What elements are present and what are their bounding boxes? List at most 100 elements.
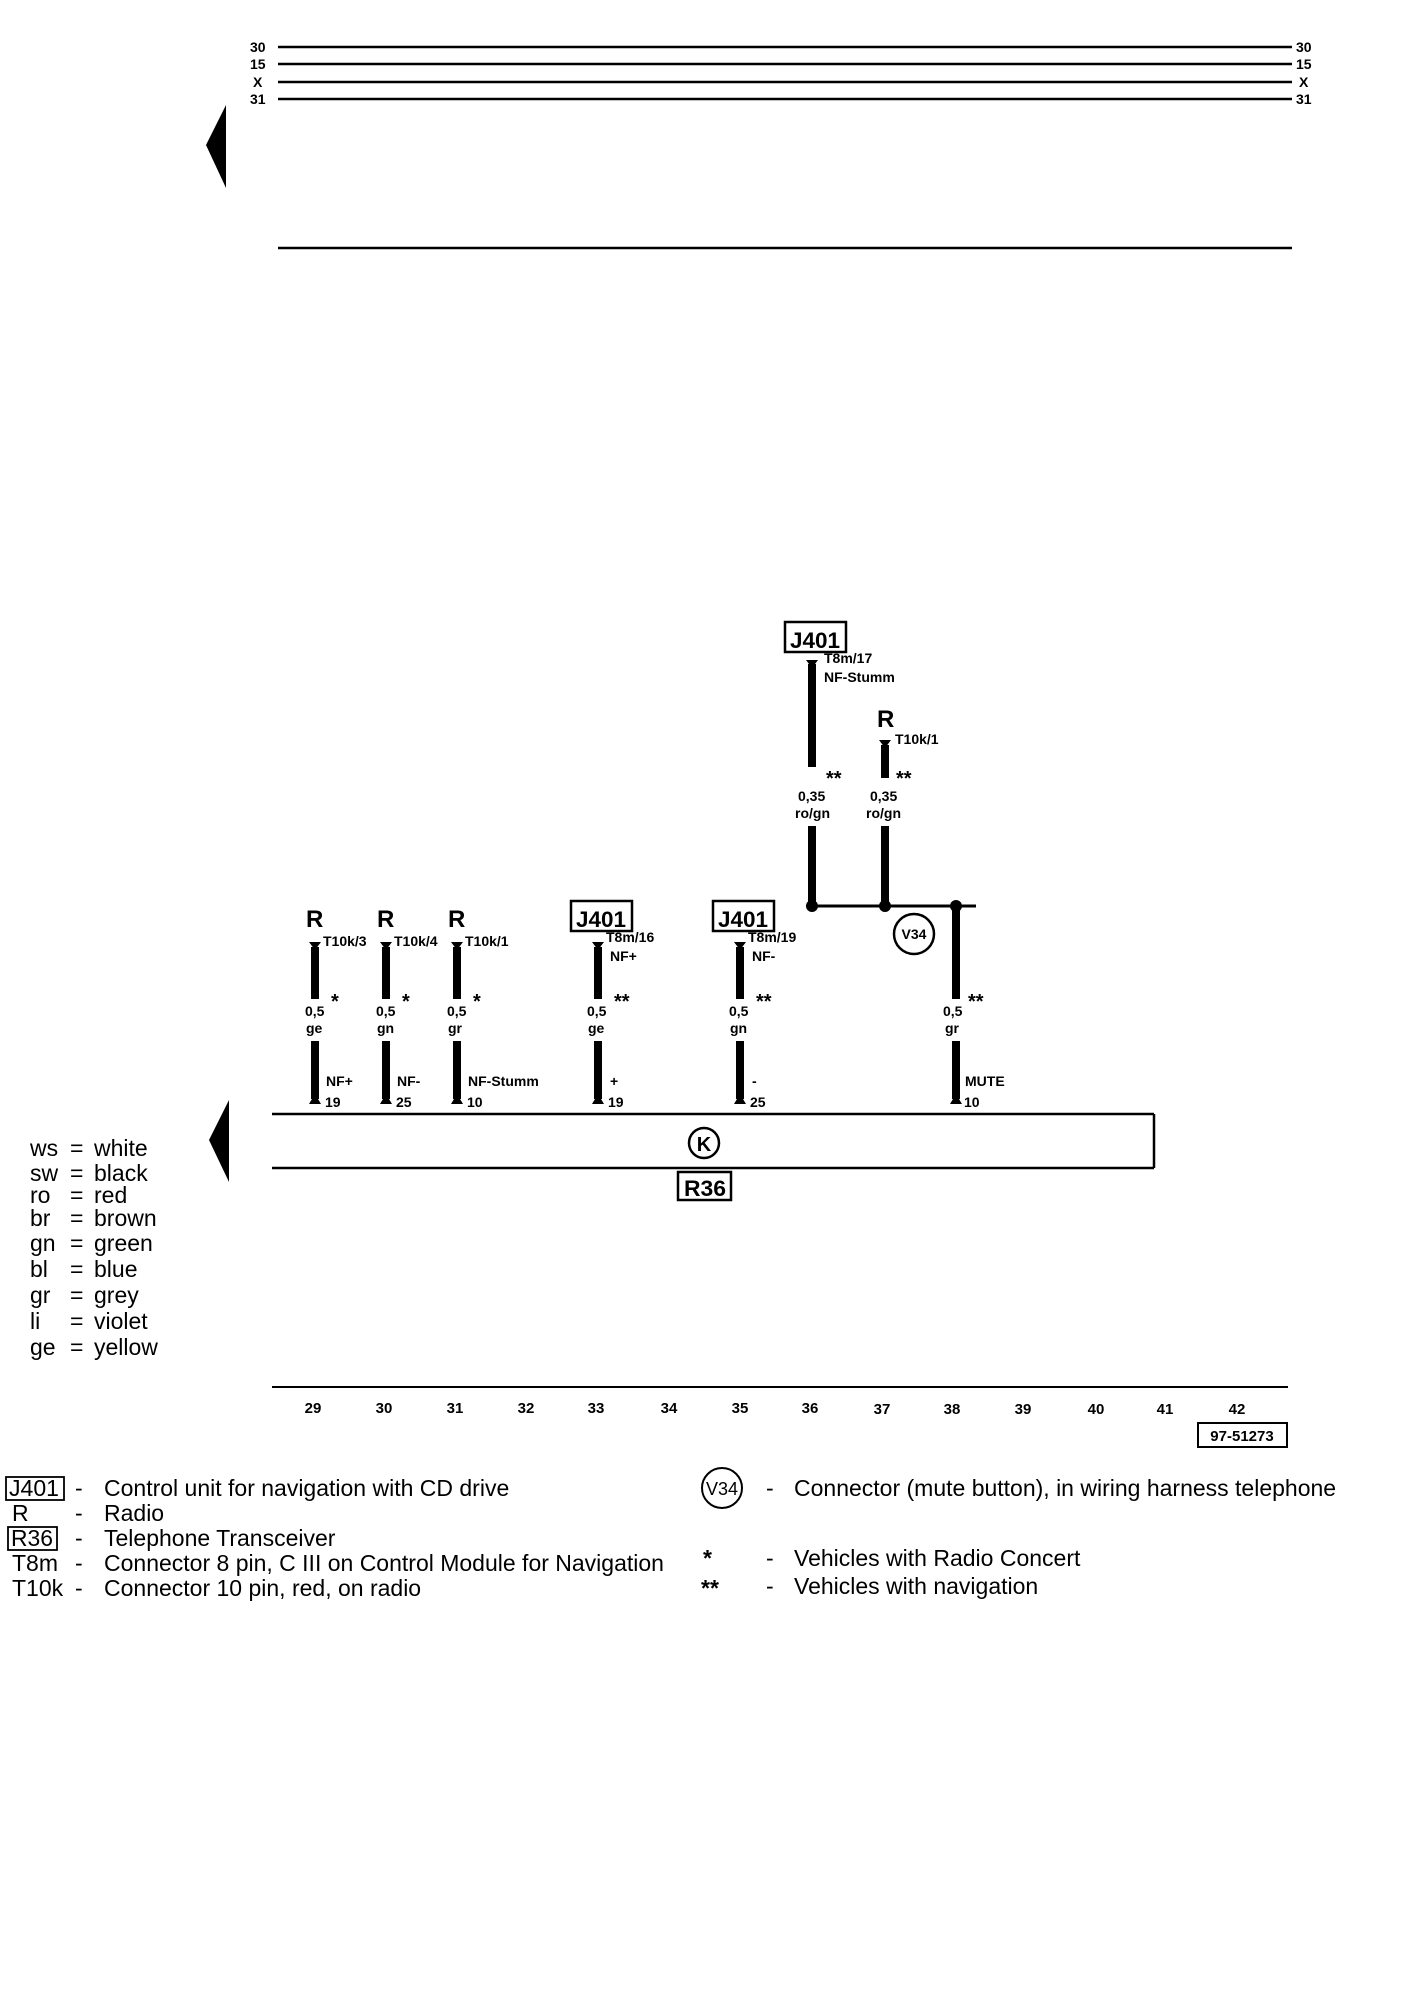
bus-label-left-15: 15 <box>250 56 266 72</box>
r2-label: R <box>377 906 394 933</box>
r-top-label: R <box>877 706 894 733</box>
wire3-num: 10 <box>467 1094 483 1110</box>
key-r36-dash: - <box>75 1525 83 1551</box>
pos-30: 30 <box>376 1400 393 1417</box>
wire5-upper <box>736 947 744 999</box>
color-code-eq-ro: = <box>70 1182 83 1208</box>
wire5-size: 0,5 <box>729 1003 749 1019</box>
wire4-pin: T8m/16 <box>606 929 654 945</box>
wire5-color: gn <box>730 1020 747 1036</box>
pos-34: 34 <box>661 1400 678 1417</box>
position-numbers: 29 30 31 32 33 34 35 36 37 38 39 40 41 4… <box>305 1400 1246 1418</box>
wire1-arrow-icon <box>309 1094 321 1104</box>
wire2-color: gn <box>377 1020 394 1036</box>
r1-pin-arrow-icon <box>309 942 321 950</box>
wire1-lower <box>311 1041 319 1099</box>
r1-label: R <box>306 906 323 933</box>
bus-label-right-30: 30 <box>1296 39 1312 55</box>
key-t8m-desc: Connector 8 pin, C III on Control Module… <box>104 1550 664 1576</box>
j401-top-box: J401 <box>783 620 848 654</box>
pos-31: 31 <box>447 1400 464 1417</box>
wire-top2-lower <box>881 826 889 906</box>
wire3-pin: T10k/1 <box>465 933 509 949</box>
wire6-func: MUTE <box>965 1073 1005 1089</box>
wire5-sub: NF- <box>752 948 776 964</box>
color-code-eq-br: = <box>70 1205 83 1231</box>
key-doublestar-desc: Vehicles with navigation <box>794 1573 1038 1599</box>
wire6-arrow-icon <box>950 1094 962 1104</box>
key-t8m-dash: - <box>75 1550 83 1576</box>
color-code-gn: gn <box>30 1230 56 1256</box>
wire1-star: * <box>331 991 339 1013</box>
wire2-size: 0,5 <box>376 1003 396 1019</box>
pos-38: 38 <box>944 1401 961 1418</box>
key-star-dash: - <box>766 1545 774 1571</box>
page-marker-bottom-icon <box>209 1100 229 1182</box>
pos-42: 42 <box>1229 1401 1246 1418</box>
key-v34-code: V34 <box>706 1479 738 1499</box>
wire5-arrow-icon <box>734 1094 746 1104</box>
wire2-star: * <box>402 991 410 1013</box>
wire6-lower <box>952 1041 960 1099</box>
j401-a-label: J401 <box>576 907 626 932</box>
wire-top1-size: 0,35 <box>798 788 825 804</box>
wire-top1-star: ** <box>826 768 842 790</box>
wire6-upper <box>952 906 960 999</box>
wire2-func: NF- <box>397 1073 421 1089</box>
bus-label-right-31: 31 <box>1296 91 1312 107</box>
reference-box: 97-51273 <box>1197 1422 1288 1448</box>
pos-40: 40 <box>1088 1401 1105 1418</box>
r2-pin-arrow-icon <box>380 942 392 950</box>
wire4-lower <box>594 1041 602 1099</box>
pos-41: 41 <box>1157 1401 1174 1418</box>
wire1-func: NF+ <box>326 1073 353 1089</box>
color-code-br: br <box>30 1205 51 1231</box>
wire4-func: + <box>610 1073 618 1089</box>
wire4-num: 19 <box>608 1094 624 1110</box>
key-r36-box <box>7 1526 58 1551</box>
bus-label-left-30: 30 <box>250 39 266 55</box>
wire4-upper <box>594 947 602 999</box>
key-j401-box <box>5 1476 65 1501</box>
bus-label-left-31: 31 <box>250 91 266 107</box>
key-v34-dash: - <box>766 1475 774 1501</box>
key-t10k-desc: Connector 10 pin, red, on radio <box>104 1575 421 1601</box>
page-marker-top-icon <box>206 105 226 188</box>
j401-a-pin-arrow-icon <box>592 942 604 950</box>
color-code-bl: bl <box>30 1256 48 1282</box>
key-star-code: * <box>703 1545 712 1571</box>
key-v34-circle <box>701 1467 743 1509</box>
j401-top-func: NF-Stumm <box>824 669 895 685</box>
wire3-lower <box>453 1041 461 1099</box>
color-code-eq-bl: = <box>70 1256 83 1282</box>
color-code-eq-gn: = <box>70 1230 83 1256</box>
color-code-ge: ge <box>30 1334 56 1360</box>
color-code-eq-ge: = <box>70 1334 83 1360</box>
wire5-pin: T8m/19 <box>748 929 796 945</box>
key-r36-code: R36 <box>11 1525 53 1551</box>
pos-37: 37 <box>874 1401 891 1418</box>
key-r-dash: - <box>75 1500 83 1526</box>
color-name-sw: black <box>94 1160 148 1186</box>
bus-labels: 30 15 X 31 30 15 X 31 <box>250 39 1312 107</box>
r36-symbol: K <box>697 1134 712 1156</box>
color-name-gn: green <box>94 1230 153 1256</box>
key-doublestar-code: ** <box>701 1575 719 1601</box>
wire2-arrow-icon <box>380 1094 392 1104</box>
component-key-right: V34 - Connector (mute button), in wiring… <box>701 1467 1336 1601</box>
j401-a-box: J401 <box>569 899 634 933</box>
key-j401-code: J401 <box>9 1475 59 1501</box>
pos-33: 33 <box>588 1400 605 1417</box>
color-name-ws: white <box>93 1135 148 1161</box>
wire2-pin: T10k/4 <box>394 933 438 949</box>
wire5-star: ** <box>756 991 772 1013</box>
color-code-eq-sw: = <box>70 1160 83 1186</box>
color-code-ro: ro <box>30 1182 50 1208</box>
wire4-size: 0,5 <box>587 1003 607 1019</box>
j401-b-label: J401 <box>718 907 768 932</box>
r-top-pin: T10k/1 <box>895 731 939 747</box>
wire3-arrow-icon <box>451 1094 463 1104</box>
wire4-color: ge <box>588 1020 605 1036</box>
component-key-left: J401 - Control unit for navigation with … <box>5 1475 664 1601</box>
wire3-upper <box>453 947 461 999</box>
